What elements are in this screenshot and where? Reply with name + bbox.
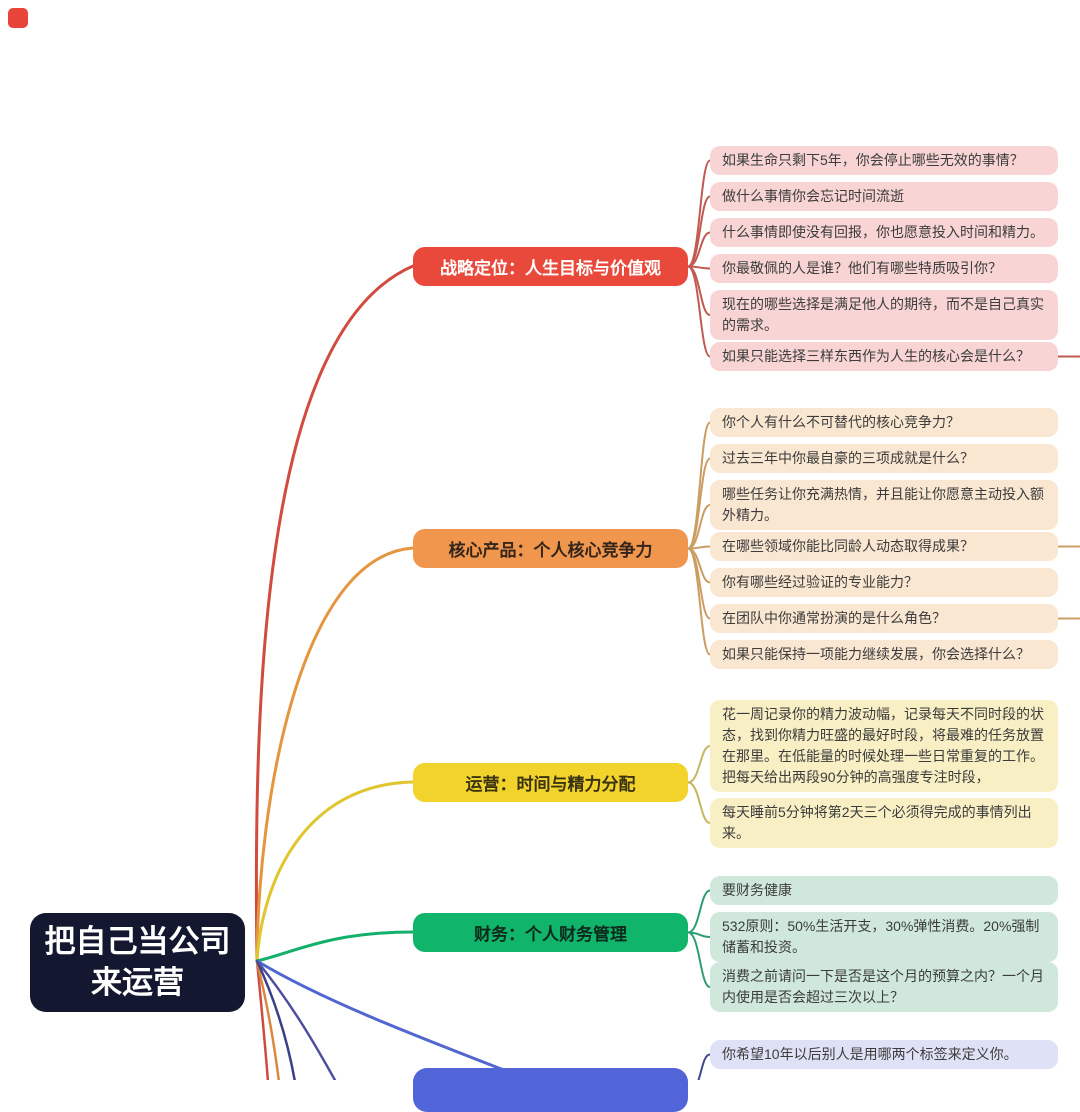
leaf-node[interactable]: 消费之前请问一下是否是这个月的预算之内？一个月内使用是否会超过三次以上？	[710, 962, 1058, 1012]
branch-label: 财务：个人财务管理	[474, 925, 627, 944]
leaf-node[interactable]: 花一周记录你的精力波动幅，记录每天不同时段的状态，找到你精力旺盛的最好时段，将最…	[710, 700, 1058, 792]
leaf-node[interactable]: 如果只能保持一项能力继续发展，你会选择什么？	[710, 640, 1058, 669]
root-node[interactable]: 把自己当公司来运营	[30, 913, 245, 1012]
leaf-text: 在团队中你通常扮演的是什么角色？	[722, 610, 946, 626]
leaf-text: 你有哪些经过验证的专业能力？	[722, 574, 918, 590]
connector-path	[687, 931, 711, 988]
connector-path	[255, 780, 415, 963]
leaf-node[interactable]: 532原则：50%生活开支，30%弹性消费。20%强制储蓄和投资。	[710, 912, 1058, 962]
leaf-text: 你希望10年以后别人是用哪两个标签来定义你。	[722, 1046, 1018, 1062]
branch-node[interactable]	[413, 1068, 688, 1112]
connector-path	[687, 547, 711, 620]
branch-node[interactable]: 财务：个人财务管理	[413, 913, 688, 952]
leaf-node[interactable]: 什么事情即使没有回报，你也愿意投入时间和精力。	[710, 218, 1058, 247]
leaf-text: 在哪些领域你能比同龄人动态取得成果？	[722, 538, 974, 554]
leaf-text: 如果只能保持一项能力继续发展，你会选择什么？	[722, 646, 1030, 662]
leaf-text: 如果只能选择三样东西作为人生的核心会是什么？	[722, 348, 1030, 364]
leaf-text: 如果生命只剩下5年，你会停止哪些无效的事情？	[722, 152, 1024, 168]
leaf-node[interactable]: 做什么事情你会忘记时间流逝	[710, 182, 1058, 211]
leaf-node[interactable]: 如果只能选择三样东西作为人生的核心会是什么？	[710, 342, 1058, 371]
mindmap-canvas: 把自己当公司来运营 战略定位：人生目标与价值观 如果生命只剩下5年，你会停止哪些无…	[8, 8, 1080, 1112]
leaf-node[interactable]: 现在的哪些选择是满足他人的期待，而不是自己真实的需求。	[710, 290, 1058, 340]
leaf-node[interactable]: 要财务健康	[710, 876, 1058, 905]
connector-lines	[254, 159, 1080, 1080]
connector-path	[255, 546, 415, 963]
leaf-node[interactable]: 你最敬佩的人是谁？他们有哪些特质吸引你？	[710, 254, 1058, 283]
red-square-logo-icon	[8, 8, 28, 28]
connector-path	[255, 959, 270, 1080]
connector-path	[687, 231, 711, 268]
leaf-text: 过去三年中你最自豪的三项成就是什么？	[722, 450, 974, 466]
leaf-text: 什么事情即使没有回报，你也愿意投入时间和精力。	[722, 224, 1044, 240]
leaf-text: 你个人有什么不可替代的核心竞争力？	[722, 414, 960, 430]
connector-path	[254, 264, 415, 963]
leaf-text: 现在的哪些选择是满足他人的期待，而不是自己真实的需求。	[722, 296, 1044, 333]
leaf-text: 做什么事情你会忘记时间流逝	[722, 188, 904, 204]
leaf-text: 消费之前请问一下是否是这个月的预算之内？一个月内使用是否会超过三次以上？	[722, 968, 1044, 1005]
connector-path	[687, 265, 711, 358]
branch-node[interactable]: 运营：时间与精力分配	[413, 763, 688, 802]
leaf-node[interactable]: 如果生命只剩下5年，你会停止哪些无效的事情？	[710, 146, 1058, 175]
leaf-text: 要财务健康	[722, 882, 792, 898]
branch-node[interactable]: 战略定位：人生目标与价值观	[413, 247, 688, 286]
connector-path	[255, 960, 281, 1080]
connector-path	[255, 959, 337, 1080]
leaf-node[interactable]: 你有哪些经过验证的专业能力？	[710, 568, 1058, 597]
leaf-node[interactable]: 你希望10年以后别人是用哪两个标签来定义你。	[710, 1040, 1058, 1069]
connector-path	[697, 1053, 711, 1080]
leaf-node[interactable]: 哪些任务让你充满热情，并且能让你愿意主动投入额外精力。	[710, 480, 1058, 530]
connector-path	[687, 781, 711, 824]
branch-node[interactable]: 核心产品：个人核心竞争力	[413, 529, 688, 568]
branch-label: 战略定位：人生目标与价值观	[440, 259, 661, 278]
connector-path	[255, 959, 296, 1080]
leaf-node[interactable]: 你个人有什么不可替代的核心竞争力？	[710, 408, 1058, 437]
connector-path	[687, 457, 711, 550]
leaf-text: 每天睡前5分钟将第2天三个必须得完成的事情列出来。	[722, 804, 1032, 841]
leaf-node[interactable]: 过去三年中你最自豪的三项成就是什么？	[710, 444, 1058, 473]
leaf-node[interactable]: 在哪些领域你能比同龄人动态取得成果？	[710, 532, 1058, 561]
leaf-text: 你最敬佩的人是谁？他们有哪些特质吸引你？	[722, 260, 1002, 276]
leaf-text: 哪些任务让你充满热情，并且能让你愿意主动投入额外精力。	[722, 486, 1044, 523]
connector-path	[255, 930, 415, 963]
leaf-node[interactable]: 每天睡前5分钟将第2天三个必须得完成的事情列出来。	[710, 798, 1058, 848]
connector-path	[687, 745, 711, 784]
connector-path	[687, 547, 711, 656]
branch-label: 运营：时间与精力分配	[465, 775, 636, 794]
leaf-text: 532原则：50%生活开支，30%弹性消费。20%强制储蓄和投资。	[722, 918, 1040, 955]
root-label: 把自己当公司来运营	[44, 923, 231, 1000]
connector-path	[687, 504, 711, 550]
branch-label: 核心产品：个人核心竞争力	[448, 541, 653, 560]
leaf-node[interactable]: 在团队中你通常扮演的是什么角色？	[710, 604, 1058, 633]
connector-path	[687, 195, 711, 268]
leaf-text: 花一周记录你的精力波动幅，记录每天不同时段的状态，找到你精力旺盛的最好时段，将最…	[722, 706, 1044, 785]
connector-path	[687, 889, 711, 934]
